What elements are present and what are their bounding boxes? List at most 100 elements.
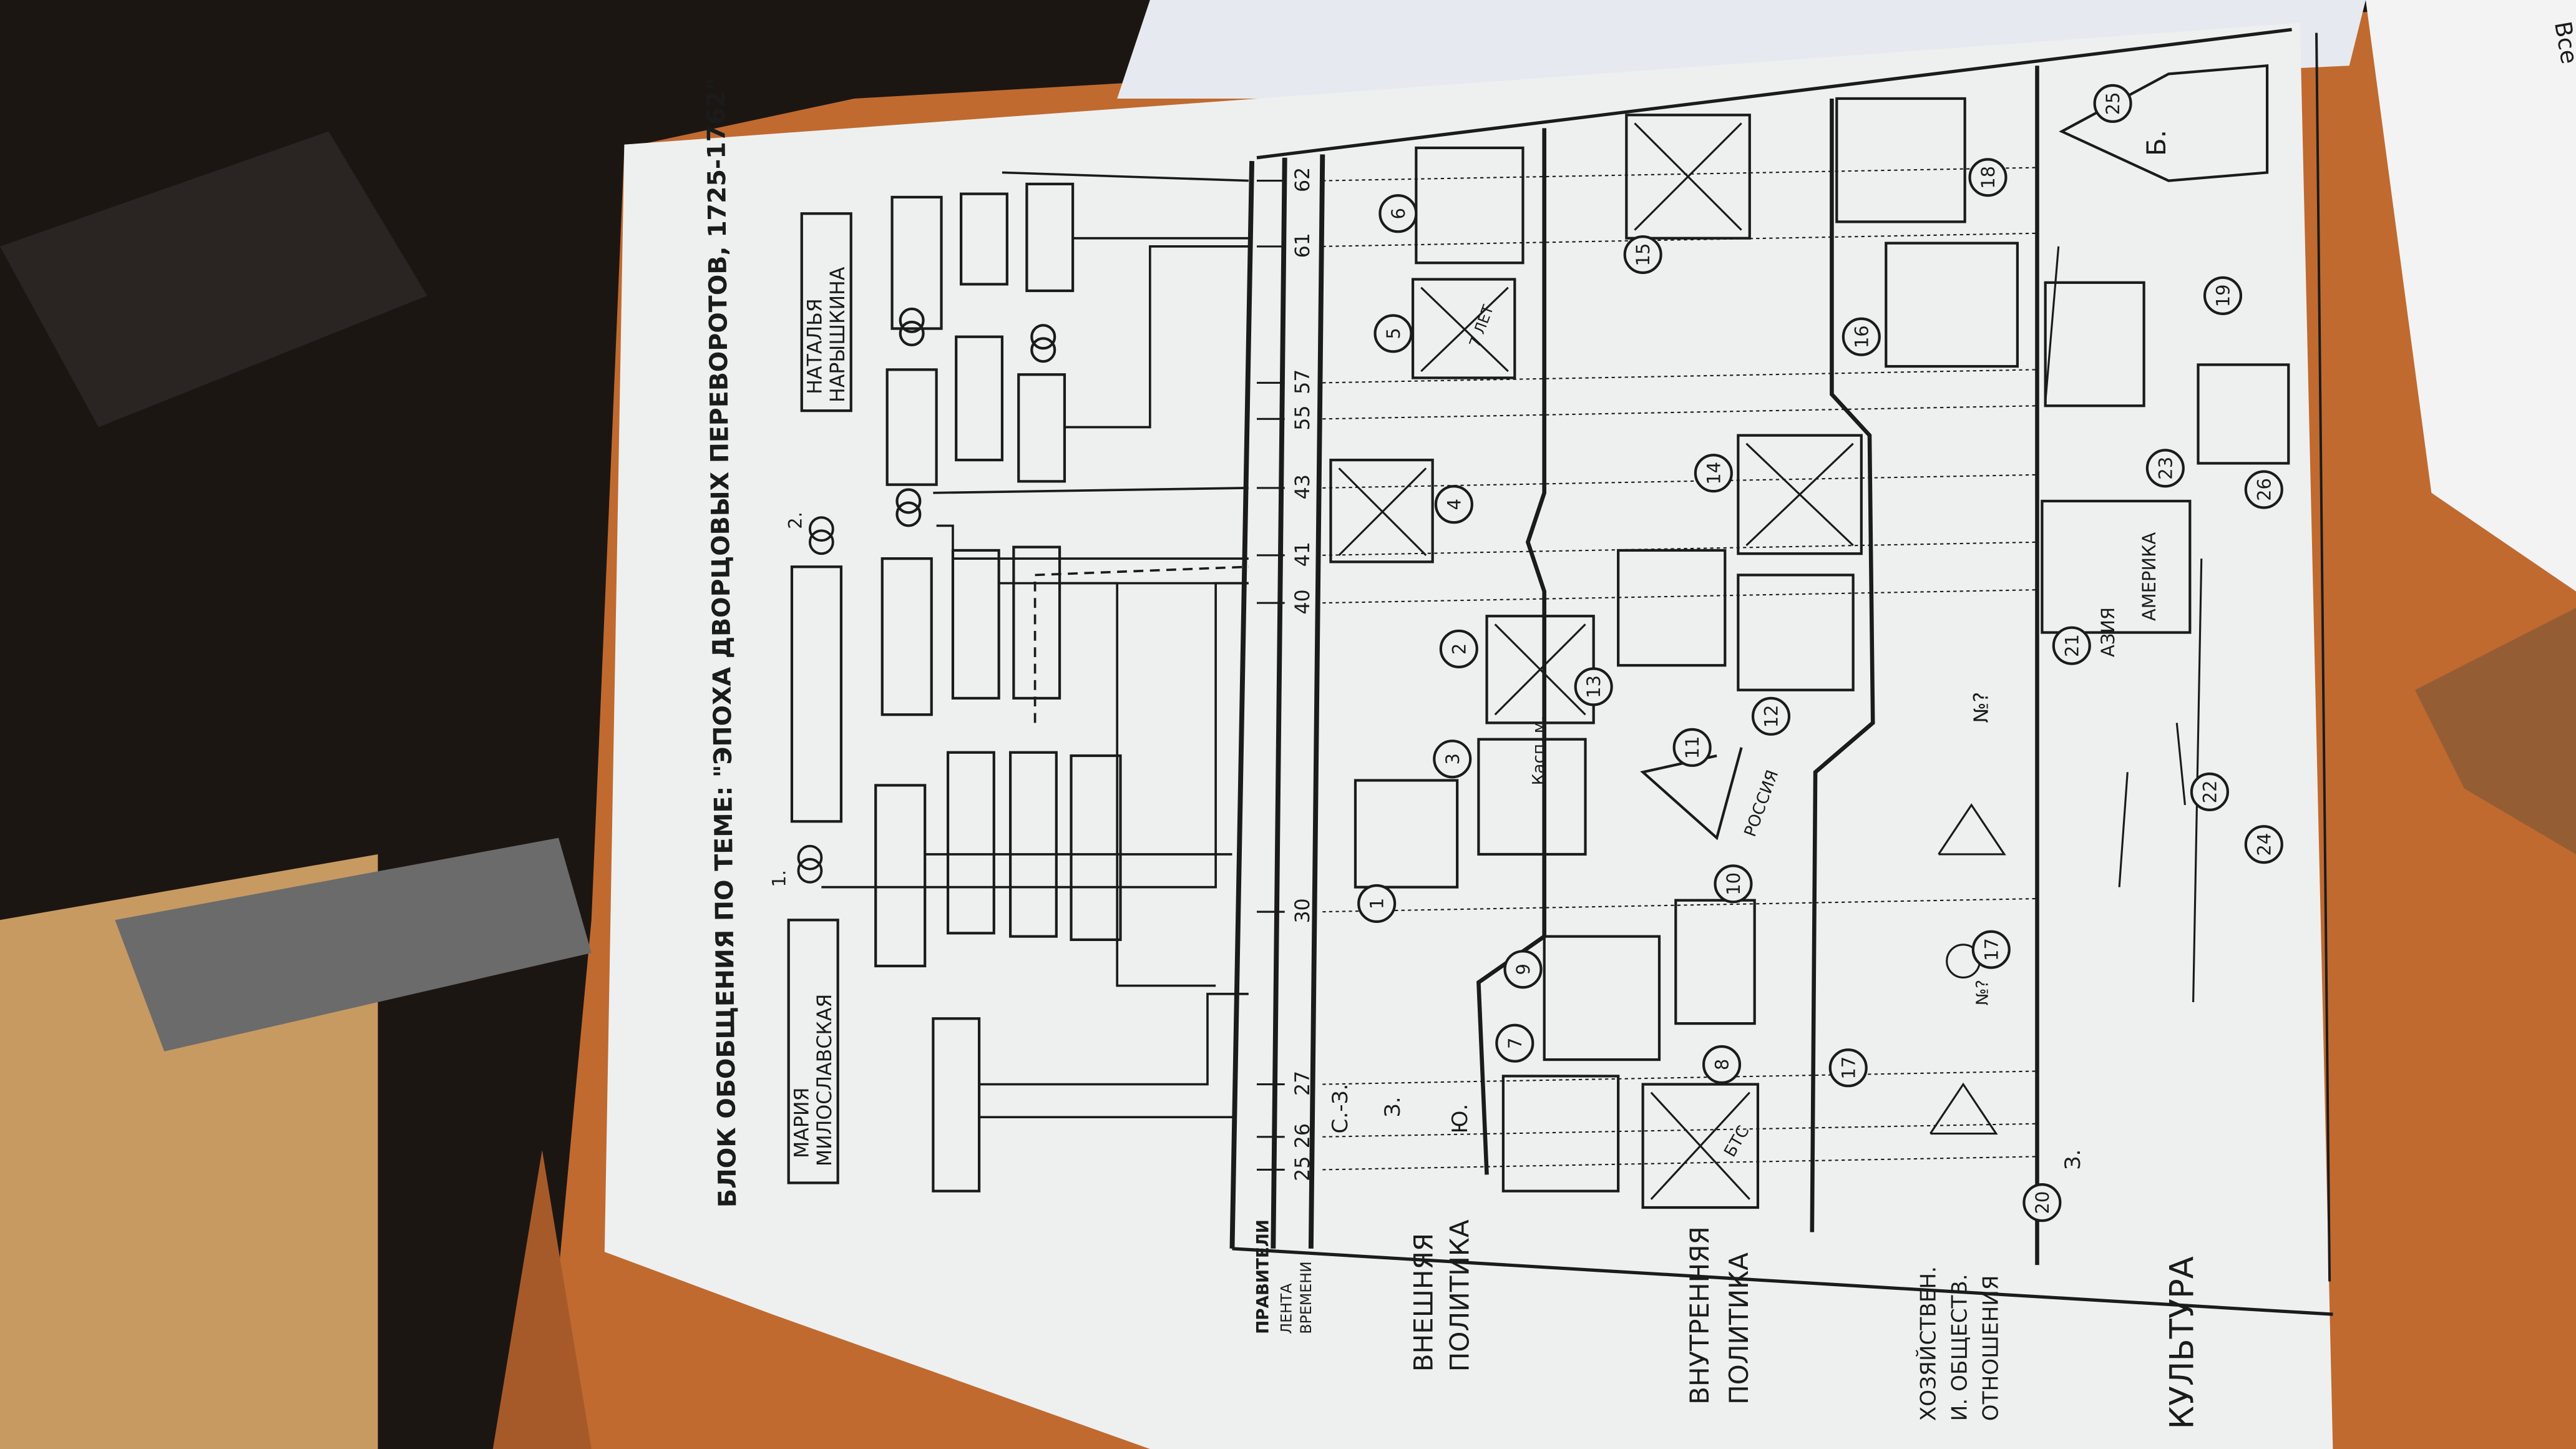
marker-circle (2244, 825, 2283, 864)
marker-circle (2052, 626, 2091, 665)
section-foreign-policy: ВНЕШНЯЯ (1408, 1233, 1439, 1372)
timeline-year: 62 (1292, 167, 1314, 192)
marker-number: 11 (1682, 736, 1703, 759)
wife-name: МИЛОСЛАВСКАЯ (814, 994, 836, 1167)
section-dividers (1476, 32, 2331, 1282)
direction-label: С.-З. (1328, 1084, 1353, 1134)
marker-circle (1373, 314, 1413, 353)
ruler-object (2415, 608, 2576, 854)
b-label: Б. (2141, 130, 2172, 156)
direction-label: Ю. (1448, 1104, 1473, 1134)
shoe (0, 131, 427, 427)
timeline-year: 40 (1292, 589, 1314, 614)
america-label: АМЕРИКА (2139, 532, 2160, 621)
marker-circle (1694, 454, 1733, 493)
wife-name: НАТАЛЬЯ (804, 298, 826, 394)
marker-number: 18 (1978, 166, 1999, 189)
section-domestic-policy: ПОЛИТИКА (1724, 1252, 1754, 1405)
marker-number: 25 (2102, 92, 2124, 115)
diagram: БЛОК ОБОБЩЕНИЯ ПО ТЕМЕ: "ЭПОХА ДВОРЦОВЫХ… (701, 27, 2333, 1429)
marker-circle (2145, 449, 2185, 488)
marker-number: 14 (1703, 462, 1724, 485)
marker-number: 16 (1851, 325, 1872, 348)
marker-number: 12 (1761, 705, 1782, 728)
timeline-axis (1229, 27, 2333, 1316)
year-guide-line (1322, 369, 2037, 384)
timeline-header: ЛЕНТА (1277, 1283, 1295, 1334)
rulers-header: ПРАВИТЕЛИ (1254, 1219, 1272, 1334)
rings-icon (808, 529, 834, 555)
marker-circle (1434, 485, 1473, 524)
marker-number: 19 (2213, 284, 2234, 307)
marker-circle (1971, 930, 2011, 969)
book (2366, 0, 2576, 592)
desk-shadow (492, 1149, 592, 1449)
timeline-year: 27 (1292, 1071, 1314, 1096)
marker-number: 26 (2253, 478, 2275, 501)
marker-number: 17 (1838, 1056, 1859, 1080)
wife-box-2 (800, 212, 852, 412)
timeline-header: ВРЕМЕНИ (1297, 1261, 1315, 1334)
marker-circle (1968, 158, 2008, 197)
marker-number: 20 (2032, 1191, 2053, 1214)
z-label: З. (2061, 1149, 2086, 1170)
marker-circle (1672, 728, 1712, 767)
section-foreign-policy: ПОЛИТИКА (1445, 1219, 1475, 1372)
marker-circle (2190, 772, 2229, 812)
marker-circle (1751, 696, 1791, 736)
paper-sheet (604, 22, 2333, 1449)
connector-lines (821, 171, 1249, 1119)
timeline-year: 43 (1292, 474, 1314, 499)
year-guide-line (1322, 541, 2037, 556)
marker-number: 9 (1513, 964, 1534, 975)
year-guide-line (1322, 167, 2037, 182)
marker-number: 13 (1583, 675, 1604, 698)
section-economy: И. ОБЩЕСТВ. (1947, 1274, 1972, 1421)
marker-circle (2203, 276, 2243, 315)
marker-number: 10 (1723, 872, 1744, 895)
marker-circle (1574, 667, 1613, 706)
section-economy: ОТНОШЕНИЯ (1978, 1275, 2003, 1421)
marker-number: 15 (1632, 243, 1654, 266)
marker-circle (1433, 739, 1472, 779)
question-label: №? (1971, 692, 1993, 723)
year-guide-line (1322, 898, 2037, 913)
marker-circle (1378, 194, 1418, 233)
marker-circle (1702, 1045, 1742, 1085)
marker-number: 1 (1367, 898, 1388, 909)
marker-circle (2022, 1183, 2062, 1222)
question-label: №? (1974, 980, 1993, 1005)
marker-number: 7 (1505, 1038, 1526, 1049)
wife-name: МАРИЯ (791, 1088, 813, 1158)
marker-number: 21 (2061, 634, 2082, 657)
marker-number: 23 (2155, 457, 2176, 480)
marker-circle (1842, 317, 1881, 356)
timeline-year: 55 (1292, 406, 1314, 431)
chair-leg (115, 837, 592, 1051)
timeline-year: 61 (1292, 233, 1314, 258)
marker-circle (2244, 470, 2283, 509)
marker-circle (1439, 629, 1478, 668)
rings-icon (808, 516, 834, 542)
marker-number: 17 (1981, 938, 2002, 961)
wife-name: НАРЫШКИНА (827, 266, 849, 402)
direction-label: З. (1380, 1096, 1405, 1117)
section-economy: ХОЗЯЙСТВЕН. (1915, 1266, 1941, 1421)
timeline-year: 41 (1292, 542, 1314, 567)
marker-circle (1714, 864, 1753, 904)
year-guide-line (1322, 474, 2037, 489)
timeline-year: 26 (1292, 1123, 1314, 1148)
marker-number: 8 (1712, 1059, 1733, 1070)
marker-number: 5 (1383, 328, 1404, 339)
marker-number: 6 (1388, 208, 1409, 219)
marker-number: 3 (1442, 753, 1463, 764)
year-guide-line (1322, 232, 2037, 247)
wife-number: 2. (785, 512, 806, 529)
asia-label: АЗИЯ (2097, 607, 2119, 657)
year-guide-line (1322, 405, 2037, 420)
marker-number: 24 (2253, 833, 2275, 856)
marker-circles: 1234567891011121314151617171819202122232… (1357, 84, 2283, 1222)
rings-icon (797, 857, 823, 884)
